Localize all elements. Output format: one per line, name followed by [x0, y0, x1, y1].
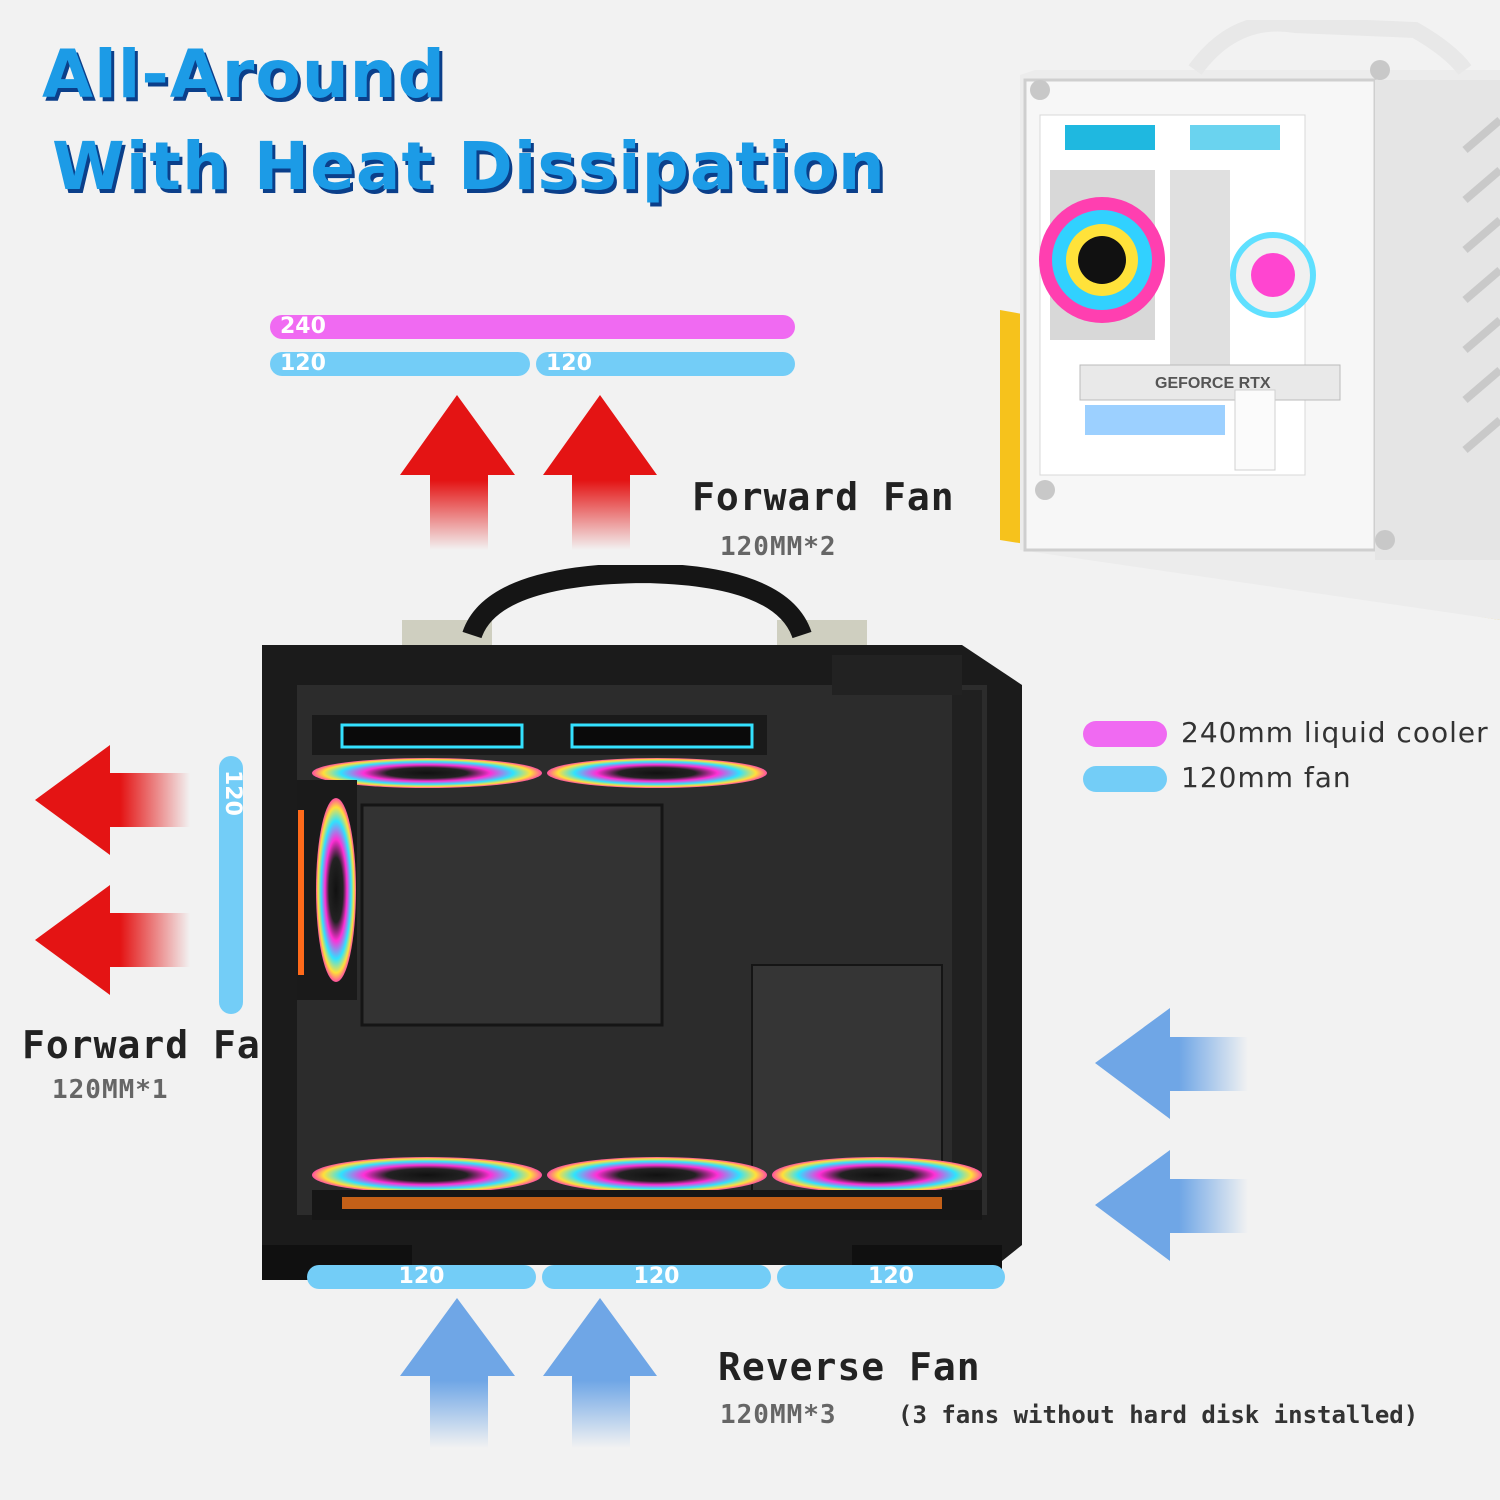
- arrow-left-icon: [1095, 1008, 1248, 1119]
- side-fan-bar-label: 120: [220, 770, 245, 816]
- exhaust-up-arrows: [400, 395, 657, 550]
- top-fan-bar-1: 120: [270, 352, 530, 376]
- rgb-fan-icon: [1039, 197, 1165, 323]
- headline-line2: With Heat Dissipation: [52, 128, 886, 205]
- arrow-up-icon: [543, 395, 657, 550]
- legend-swatch-fan: [1083, 766, 1167, 792]
- top-fan-bar-2: 120: [536, 352, 795, 376]
- gpu-label: GEFORCE RTX: [1155, 375, 1271, 392]
- arrow-left-icon: [35, 885, 190, 995]
- side-fan-title: Forward Fan: [22, 1023, 285, 1067]
- side-fan-bar: [219, 756, 243, 1014]
- black-case-illustration: [262, 565, 1022, 1280]
- arrow-up-icon: [400, 395, 515, 550]
- bottom-fan-bar-1: 120: [307, 1265, 536, 1289]
- intake-left-arrows: [1095, 1008, 1248, 1261]
- bottom-fan-spec: 120MM*3: [720, 1400, 837, 1430]
- bottom-fan-note: (3 fans without hard disk installed): [898, 1401, 1419, 1429]
- white-case-photo: GEFORCE RTX: [1000, 20, 1500, 620]
- arrow-left-icon: [35, 745, 190, 855]
- legend-swatch-cooler: [1083, 721, 1167, 747]
- bottom-fan-bar-3: 120: [777, 1265, 1005, 1289]
- top-fan-title: Forward Fan: [692, 475, 955, 519]
- arrow-up-icon: [400, 1298, 515, 1448]
- exhaust-left-arrows: [35, 745, 190, 995]
- headline-line1: All-Around: [42, 36, 446, 113]
- side-fan-spec: 120MM*1: [52, 1075, 169, 1105]
- legend-label-fan: 120mm fan: [1181, 761, 1352, 794]
- top-fan-spec: 120MM*2: [720, 532, 837, 562]
- arrow-up-icon: [543, 1298, 657, 1448]
- legend-label-cooler: 240mm liquid cooler: [1181, 716, 1489, 749]
- cooler-240-bar: 240: [270, 315, 795, 339]
- intake-up-arrows: [400, 1298, 657, 1448]
- bottom-fan-bar-2: 120: [542, 1265, 771, 1289]
- bottom-fan-title: Reverse Fan: [718, 1345, 981, 1389]
- arrow-left-icon: [1095, 1150, 1248, 1261]
